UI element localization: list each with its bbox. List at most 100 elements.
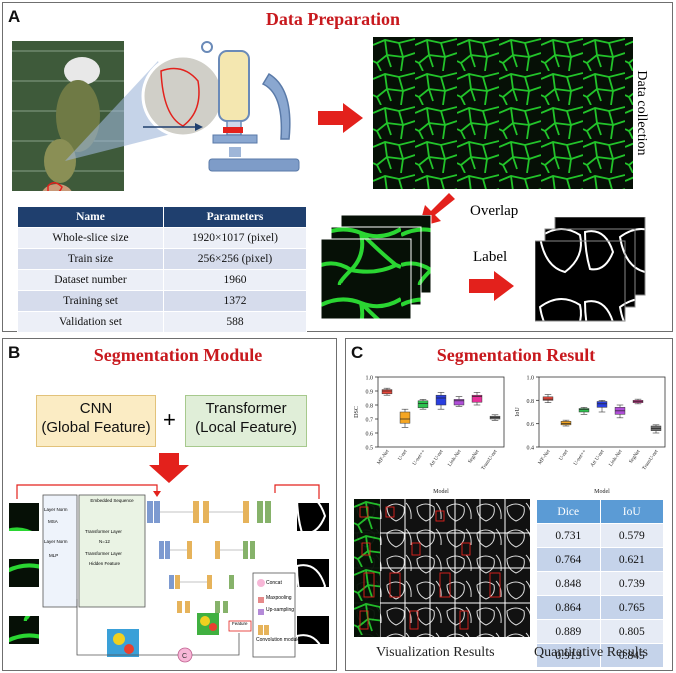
embedded-sequence-label: Embedded Sequence [90,498,134,503]
zoom-view [65,54,218,161]
x-tick-label: TransU-net [641,448,660,471]
red-arrow-right-2 [469,271,514,301]
plot-frame [377,376,505,448]
legend-concat: Concat [266,580,282,586]
x-axis-label: Model [433,489,449,495]
table-cell: Validation set [17,311,164,333]
y-tick-label: 0.5 [366,446,374,452]
msa-label: MSA [48,519,58,524]
legend-upsampling: Up-sampling [266,607,295,613]
plus-sign: + [163,407,176,432]
panel-c-letter: C [351,343,364,362]
table-cell: Dataset number [17,269,164,291]
panel-b-title: Segmentation Module [93,345,263,365]
x-tick-label: Link-Net [608,448,624,467]
panel-a-letter: A [8,7,21,26]
table-cell: 0.621 [599,547,664,572]
y-tick-label: 0.8 [366,404,374,410]
box-link-net [453,399,465,406]
table-header-parameters: Parameters [163,206,307,228]
table-cell: 0.731 [536,523,601,548]
quant-header-row: Dice IoU [536,499,664,524]
x-tick-label: MF-Net [376,448,391,466]
cnn-box: CNN (Global Feature) [36,395,156,447]
data-collection-label: Data collection [634,70,649,156]
table-cell: 0.764 [536,547,601,572]
n12-label: N=12 [99,539,110,544]
table-cell: 0.848 [536,571,601,596]
transformer-layer-bottom: Transformer Layer [85,551,122,556]
flow-arrow-small [143,123,203,131]
svg-text:C: C [182,653,187,660]
architecture-diagram: C [9,484,329,663]
x-axis-label: Model [594,489,610,495]
table-cell: 588 [163,311,307,333]
table-cell: 0.864 [536,595,601,620]
table-cell: 0.579 [599,523,664,548]
y-tick-label: 0.6 [366,432,374,438]
visualization-grid [354,499,530,637]
x-tick-label: U-net++ [573,449,588,467]
transformer-layer-top: Transformer Layer [85,529,122,534]
label-label: Label [473,249,508,265]
red-arrow-down [149,453,189,483]
y-tick-label: 0.8 [527,399,535,405]
table-cell: 0.739 [599,571,664,596]
box-u-net [560,421,572,426]
plot-frame [538,376,666,448]
panel-b: B Segmentation Module CNN (Global Featur… [2,338,337,671]
box-u-net- [417,400,429,409]
table-cell: 1960 [163,269,307,291]
table-cell: 1920×1017 (pixel) [163,227,307,249]
table-cell: 0.889 [536,619,601,644]
mouse-photo [12,41,124,191]
x-tick-label: SegNet [467,448,481,464]
panel-b-letter: B [8,343,21,362]
y-tick-label: 0.9 [366,390,374,396]
image-tiles [321,215,432,320]
y-tick-label: 1.0 [527,376,535,382]
table-cell: 0.765 [599,595,664,620]
x-tick-label: Att U-net [589,448,606,468]
table-cell: 256×256 (pixel) [163,248,307,270]
table-cell: 0.913 [536,643,601,668]
box-segnet [471,394,483,403]
y-tick-label: 0.6 [527,422,535,428]
box-mf-net [381,389,393,395]
quantitative-caption: Quantitative Results [534,645,648,660]
box-att-u-net [435,394,447,406]
box-mf-net [542,396,554,401]
table-header-row: Name Parameters [17,206,307,228]
x-tick-label: TransU-net [480,448,499,471]
box-u-net [399,411,411,424]
table-cell: 1372 [163,290,307,312]
layer-norm-1: Layer Norm [44,507,68,512]
box-u-net- [578,408,590,413]
microscope-icon [201,41,300,172]
panel-a: A Data Preparation [2,2,673,333]
feature-label: Feature [232,621,248,626]
mlp-label: MLP [49,553,59,558]
x-tick-label: U-net [397,448,409,462]
x-tick-label: Link-Net [447,448,463,467]
legend-maxpooling: Maxpooling [266,595,292,601]
y-axis-label: DSC [354,406,360,418]
whole-slice-image [373,37,633,189]
box-att-u-net [596,401,608,408]
x-tick-label: U-net [558,448,570,462]
red-arrow-right-1 [318,103,363,133]
